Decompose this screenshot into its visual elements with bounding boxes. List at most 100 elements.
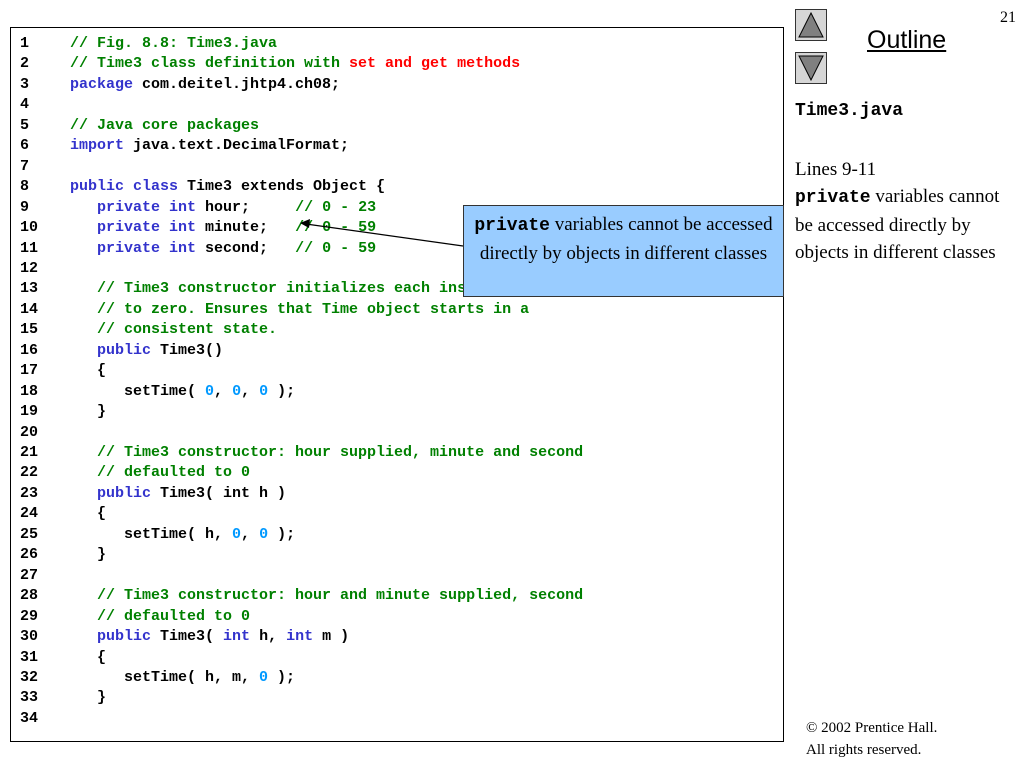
code-token: 0 [259,525,269,543]
line-number: 9 [20,198,30,216]
line-number: 14 [20,300,39,318]
code-token: int [223,628,251,646]
code-text: // Time3 constructor: hour supplied, min… [70,443,583,463]
triangle-up-icon [798,11,824,38]
side-note-body: private variables cannot be accessed dir… [795,183,1000,266]
code-token: private int [97,219,197,237]
code-token: setTime( h, m, [70,668,260,686]
line-number: 2 [20,55,30,73]
code-token: 0 [259,382,269,400]
code-token [70,628,97,645]
code-token: 0 [205,382,215,400]
code-token: { [70,648,107,666]
code-token: ); [268,668,296,686]
code-token: // 0 - 59 [295,239,377,257]
code-token: // 0 - 59 [295,219,377,237]
line-number: 10 [20,219,39,237]
code-token: , [241,382,260,400]
code-token: // defaulted to 0 [70,607,251,625]
line-number: 26 [20,546,39,564]
code-token: ); [268,525,296,543]
next-slide-button[interactable] [795,52,827,84]
line-number: 30 [20,628,39,646]
code-token: package [70,75,134,93]
code-token: int [286,628,314,646]
line-number: 20 [20,423,39,441]
code-token: Time3 extends Object { [178,178,386,196]
side-note-keyword: private [795,188,871,208]
code-text: } [70,545,106,565]
code-text: { [70,361,106,381]
code-token: // Time3 constructor: hour and minute su… [70,587,584,605]
line-number: 31 [20,648,39,666]
previous-slide-button[interactable] [795,9,827,41]
code-token [70,485,97,502]
code-token [70,240,97,257]
code-token: import [70,137,125,155]
code-token: Time3( int h ) [151,484,287,502]
code-token: public [97,628,152,646]
line-number: 22 [20,464,39,482]
code-token: private int [97,198,197,216]
callout-text: variables cannot be accessed directly by… [479,214,773,264]
callout-keyword: private [474,216,550,236]
code-text: // defaulted to 0 [70,607,250,627]
copyright-line-2: All rights reserved. [806,742,922,758]
line-number: 29 [20,607,39,625]
line-number: 3 [20,75,30,93]
code-text: private int hour; // 0 - 23 [70,198,376,218]
line-number: 4 [20,96,30,114]
code-text: // Fig. 8.8: Time3.java [70,34,277,54]
code-token: } [70,689,107,707]
code-text: // Time3 class definition with set and g… [70,54,520,74]
callout-box: private variables cannot be accessed dir… [463,205,784,297]
code-text: import java.text.DecimalFormat; [70,136,349,156]
line-number: 32 [20,668,39,686]
code-token: // consistent state. [70,321,278,339]
lines-label: Lines 9-11 [795,159,877,180]
line-number: 33 [20,689,39,707]
line-number: 5 [20,116,30,134]
code-token: // 0 - 23 [295,198,377,216]
line-number: 34 [20,709,39,727]
code-text: public Time3() [70,341,223,361]
outline-link[interactable]: Outline [867,26,947,54]
code-token: 0 [232,525,242,543]
code-token: // to zero. Ensures that Time object sta… [70,300,530,318]
code-token: , [214,382,233,400]
copyright-line-1: © 2002 Prentice Hall. [806,720,938,736]
line-number: 18 [20,382,39,400]
code-token: // Time3 constructor: hour supplied, min… [70,444,584,461]
code-token: ); [268,382,296,400]
code-text: { [70,648,106,668]
line-number: 27 [20,566,39,584]
copyright: © 2002 Prentice Hall. All rights reserve… [806,717,937,761]
code-token: h, [250,628,287,646]
code-token: // Java core packages [70,116,260,134]
code-token: public class [70,178,179,196]
code-token: , [241,525,260,543]
code-text: public Time3( int h, int m ) [70,627,349,647]
line-number: 8 [20,178,30,196]
code-token: com.deitel.jhtp4.ch08; [133,75,341,93]
code-token: second; [196,239,296,257]
code-text: // Java core packages [70,116,259,136]
code-token: public [97,484,152,502]
triangle-down-icon [798,55,824,82]
code-text: private int second; // 0 - 59 [70,239,376,259]
code-text: { [70,504,106,524]
code-token: { [70,505,107,523]
side-note-text: variables cannot be accessed directly by… [795,186,1000,263]
code-token: } [70,546,107,564]
code-text: private int minute; // 0 - 59 [70,218,376,238]
code-token: setTime( [70,382,206,400]
line-number: 17 [20,362,39,380]
code-token: Time3() [151,341,224,359]
code-token: setTime( h, [70,525,233,543]
line-number: 16 [20,341,39,359]
code-token: } [70,403,107,421]
code-token: 0 [259,668,269,686]
side-note: Lines 9-11 private variables cannot be a… [795,156,1000,266]
page-number: 21 [1000,9,1016,26]
line-number: 19 [20,403,39,421]
